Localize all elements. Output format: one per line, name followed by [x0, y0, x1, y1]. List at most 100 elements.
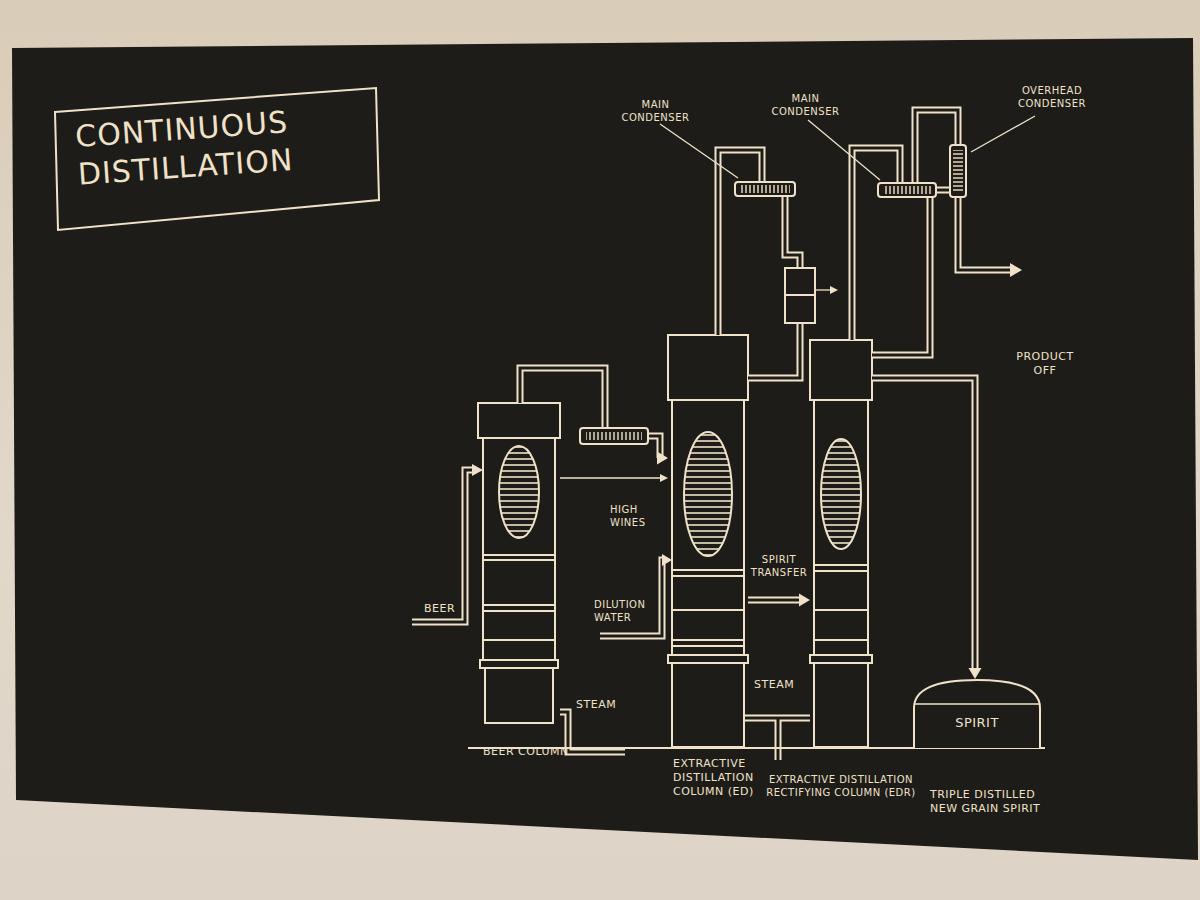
condenser-symbol — [735, 182, 795, 196]
condenser-symbol — [580, 428, 648, 444]
product-label: TRIPLE DISTILLED NEW GRAIN SPIRIT — [930, 788, 1050, 816]
tank-band — [914, 703, 1040, 704]
illustration-part — [600, 560, 664, 636]
illustration-part — [814, 400, 868, 655]
pipe-inner — [520, 368, 660, 458]
illustration-part — [815, 289, 832, 290]
pipework — [412, 110, 1045, 760]
illustration-part — [785, 196, 800, 268]
flow-label: SPIRIT TRANSFER — [749, 553, 809, 579]
ed-column: EXTRACTIVE DISTILLATION COLUMN (ED) — [668, 335, 748, 747]
illustration-part — [936, 187, 950, 194]
title-text: CONTINUOUS DISTILLATION — [74, 98, 369, 194]
illustration-part — [958, 197, 1012, 270]
illustration-part — [810, 655, 872, 663]
illustration-part — [672, 570, 744, 646]
flow-label: PRODUCT OFF — [1005, 350, 1085, 378]
feed-label: DILUTION WATER — [594, 598, 656, 624]
illustration-part — [785, 294, 815, 296]
illustration-part — [483, 438, 555, 660]
title-frame — [55, 88, 379, 230]
illustration-part — [478, 403, 560, 438]
illustration-part — [485, 668, 553, 723]
illustration-part — [950, 145, 966, 197]
condenser-label: MAIN CONDENSER — [768, 92, 843, 118]
pipe-connector — [872, 378, 982, 679]
illustration-part — [953, 150, 963, 192]
illustration-part — [718, 150, 762, 335]
illustration-part — [830, 286, 838, 294]
pipe-inner — [748, 599, 802, 602]
illustration-part — [814, 565, 868, 640]
edr-column: EXTRACTIVE DISTILLATION RECTIFYING COLUM… — [810, 340, 872, 747]
illustration-part — [821, 439, 861, 549]
illustration-part — [560, 712, 625, 752]
illustration-part — [412, 470, 476, 622]
column-label: BEER COLUMN — [483, 745, 593, 759]
illustration-part — [684, 432, 732, 556]
pipe-outer — [520, 368, 660, 458]
illustration-part — [499, 446, 539, 538]
illustration-part — [660, 124, 738, 178]
chalkboard — [12, 38, 1198, 860]
pipe-connector — [748, 594, 810, 607]
illustration-part — [668, 335, 748, 400]
beer-column: BEER COLUMN — [478, 403, 560, 723]
illustration-part — [668, 655, 748, 663]
illustration-part — [586, 432, 642, 440]
tank-outline — [912, 678, 1042, 748]
spirit-tank: SPIRITTRIPLE DISTILLED NEW GRAIN SPIRIT — [912, 678, 1042, 748]
illustration-part — [785, 196, 800, 268]
column-label: EXTRACTIVE DISTILLATION COLUMN (ED) — [673, 757, 765, 799]
illustration-part — [745, 718, 810, 760]
illustration-part — [883, 186, 931, 194]
ed-column-drawing — [668, 335, 748, 747]
illustration-part — [810, 340, 872, 400]
illustration-part — [560, 477, 662, 478]
illustration-part — [808, 120, 880, 180]
illustration-part — [472, 464, 483, 476]
pipe-inner — [872, 378, 975, 671]
illustration-part — [971, 116, 1035, 152]
illustration-part — [412, 470, 476, 622]
illustration-part — [745, 718, 810, 760]
illustration-part — [1010, 263, 1022, 277]
beer-column-drawing — [478, 403, 560, 723]
illustration-part — [748, 323, 800, 378]
illustration-part — [560, 712, 625, 752]
illustration-part — [672, 400, 744, 655]
overhead-condenser-symbol — [950, 145, 966, 197]
illustration-part — [580, 428, 648, 444]
leader-lines — [660, 116, 1035, 180]
illustration-part — [748, 323, 800, 378]
illustration-part — [872, 197, 930, 355]
tank-body — [914, 680, 1040, 748]
illustration-part — [600, 560, 664, 636]
condenser-label: MAIN CONDENSER — [618, 98, 693, 124]
illustration-part — [483, 555, 555, 640]
arrow-head — [969, 668, 982, 679]
steam-label: STEAM — [754, 678, 802, 692]
pipe-outer — [748, 597, 802, 604]
illustration-part — [672, 663, 744, 747]
illustration-part — [662, 554, 672, 566]
arrow-head — [799, 594, 810, 607]
illustration-part — [718, 150, 762, 335]
illustration-part — [660, 474, 668, 482]
feed-label: BEER — [424, 602, 464, 616]
illustration-part — [480, 660, 558, 668]
illustration-part — [785, 268, 815, 323]
flow-label: HIGH WINES — [610, 503, 662, 529]
illustration-part — [958, 197, 1012, 270]
illustration-part — [735, 182, 795, 196]
condenser-symbol — [878, 183, 936, 197]
illustration-part — [740, 185, 790, 193]
illustration-part — [936, 189, 950, 192]
arrow-head — [657, 452, 668, 465]
steam-label: STEAM — [576, 698, 624, 712]
illustration-part — [814, 663, 868, 747]
illustration-part — [872, 197, 930, 355]
condenser-label: OVERHEAD CONDENSER — [1012, 84, 1092, 110]
pipe-connector — [520, 368, 668, 465]
